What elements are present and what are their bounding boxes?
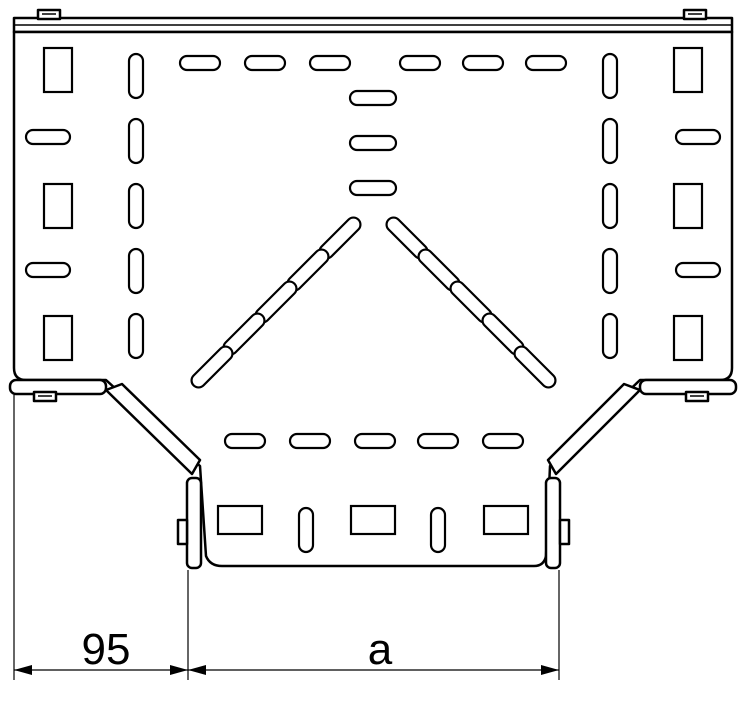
slot-hole <box>353 432 397 450</box>
base-plate <box>12 30 734 568</box>
slot-hole <box>127 312 145 360</box>
slot-hole <box>348 134 398 152</box>
slot-hole <box>461 54 505 72</box>
slot-hole <box>601 52 619 100</box>
tee-plate <box>8 8 738 570</box>
slot-hole <box>674 128 722 146</box>
slot-hole <box>127 52 145 100</box>
slot-hole <box>24 128 72 146</box>
slot-hole <box>243 54 287 72</box>
slot-hole <box>601 117 619 165</box>
slot-hole <box>398 54 442 72</box>
dimension-label-outlet: a <box>368 625 393 674</box>
slot-hole <box>127 182 145 230</box>
slot-hole <box>297 506 315 554</box>
perforation-holes <box>24 46 722 554</box>
arrow-outlet-end <box>541 665 559 675</box>
right-bottom-flange <box>638 378 738 403</box>
slot-hole <box>674 261 722 279</box>
slot-hole <box>416 432 460 450</box>
right-angled-wall <box>546 382 642 476</box>
square-hole <box>672 314 704 362</box>
diagonal-slot-hole <box>513 345 557 389</box>
slot-hole <box>127 247 145 295</box>
arrow-outlet-start <box>188 665 206 675</box>
dimension-lines: 95 a <box>13 395 560 680</box>
square-hole <box>672 182 704 230</box>
square-hole <box>42 46 74 94</box>
dimension-label-left: 95 <box>82 625 131 674</box>
diagonal-slot-hole <box>190 345 234 389</box>
slot-hole <box>524 54 568 72</box>
square-hole <box>42 314 74 362</box>
slot-hole <box>348 179 398 197</box>
square-hole <box>42 182 74 230</box>
square-hole <box>216 504 264 536</box>
slot-hole <box>127 117 145 165</box>
bolt-top-right <box>682 8 708 21</box>
slot-hole <box>601 247 619 295</box>
slot-hole <box>601 312 619 360</box>
slot-hole <box>348 89 398 107</box>
slot-hole <box>601 182 619 230</box>
slot-hole <box>24 261 72 279</box>
slot-hole <box>481 432 525 450</box>
outlet-left-wall <box>176 476 203 570</box>
slot-hole <box>223 432 267 450</box>
arrow-left-start <box>14 665 32 675</box>
outlet-right-wall <box>544 476 571 570</box>
arrow-left-end <box>170 665 188 675</box>
left-angled-wall <box>104 382 202 476</box>
square-hole <box>672 46 704 94</box>
bolt-top-left <box>36 8 62 21</box>
square-hole <box>482 504 530 536</box>
slot-hole <box>308 54 352 72</box>
left-bottom-flange <box>8 378 108 403</box>
slot-hole <box>429 506 447 554</box>
slot-hole <box>178 54 222 72</box>
slot-hole <box>288 432 332 450</box>
square-hole <box>349 504 397 536</box>
